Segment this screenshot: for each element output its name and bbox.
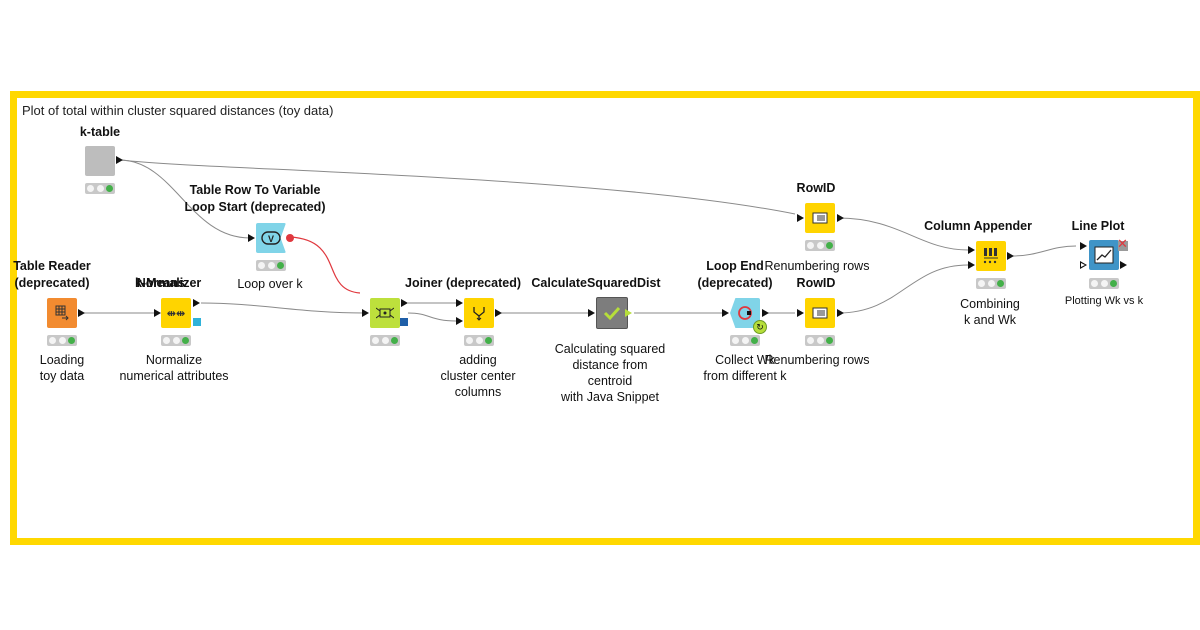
column-appender-icon[interactable] [976, 241, 1006, 271]
normalizer-glyph-icon: ⇹⇹ [166, 307, 186, 320]
node-title: Loop End (deprecated) [697, 259, 773, 290]
connection-normalizer-kmeans [200, 302, 366, 314]
output-port[interactable] [78, 309, 85, 317]
node-description: Normalize numerical attributes [119, 353, 229, 383]
node-title: k-table [79, 125, 121, 139]
input-port[interactable] [1080, 242, 1087, 250]
input-port-top[interactable] [968, 246, 975, 254]
cluster-glyph-icon [376, 307, 394, 319]
output-port[interactable] [193, 299, 200, 307]
node-title: Table Row To Variable Loop Start (deprec… [184, 183, 326, 214]
node-description: Plotting Wk vs k [1064, 295, 1144, 307]
output-port[interactable] [1120, 261, 1127, 269]
node-description: Combining k and Wk [960, 297, 1020, 327]
join-arrows-glyph-icon [473, 307, 485, 321]
variable-loop-glyph-icon: V [261, 231, 281, 245]
node-description: Renumbering rows [764, 353, 870, 367]
output-port[interactable] [495, 309, 502, 317]
connection-ktable-loopstart [120, 159, 251, 239]
input-port[interactable] [797, 309, 804, 317]
node-description: Renumbering rows [764, 259, 870, 273]
image-output-port-icon[interactable] [1118, 241, 1128, 251]
k-means-icon[interactable] [370, 298, 400, 328]
connection-rowid-bottom-appender [837, 264, 969, 314]
check-glyph-icon [603, 306, 621, 321]
annotation-title: Plot of total within cluster squared dis… [22, 103, 334, 118]
model-output-port[interactable] [193, 318, 201, 326]
node-description: Calculating squared distance from centro… [554, 342, 666, 404]
flow-variable-connection [289, 236, 361, 294]
connection-rowid-top-appender [837, 217, 969, 251]
node-status [976, 278, 1006, 289]
normalizer-icon[interactable]: ⇹⇹ [161, 298, 191, 328]
node-status [161, 335, 191, 346]
output-port[interactable] [401, 299, 408, 307]
node-status [464, 335, 494, 346]
node-status [730, 335, 760, 346]
node-status [256, 260, 286, 271]
rowid-icon[interactable] [805, 203, 835, 233]
input-port[interactable] [722, 309, 729, 317]
node-title: Column Appender [924, 219, 1032, 233]
loop-end-glyph-icon [738, 306, 752, 320]
node-title: k-Means [134, 276, 185, 290]
output-port[interactable] [837, 309, 844, 317]
append-columns-glyph-icon [983, 248, 998, 264]
connection-appender-lineplot [1011, 245, 1077, 257]
node-title: CalculateSquaredDist [531, 276, 661, 290]
input-port-bottom[interactable] [968, 261, 975, 269]
rowid-icon[interactable] [805, 298, 835, 328]
table-reader-icon[interactable] [47, 298, 77, 328]
model-output-port[interactable] [400, 318, 408, 326]
output-port[interactable] [762, 309, 769, 317]
grid-arrow-glyph-icon [55, 305, 69, 321]
input-port[interactable] [154, 309, 161, 317]
workflow-annotation[interactable]: Plot of total within cluster squared dis… [10, 91, 1200, 545]
node-title: Normalizer [136, 276, 202, 290]
flow-variable-port[interactable] [286, 234, 294, 242]
line-chart-glyph-icon [1094, 246, 1114, 264]
rowid-glyph-icon [812, 212, 828, 224]
node-title: RowID [796, 276, 836, 290]
svg-text:V: V [268, 234, 274, 244]
node-status [47, 335, 77, 346]
node-description: Collect Wk from different k [703, 353, 787, 383]
node-description: adding cluster center columns [440, 353, 516, 399]
joiner-icon[interactable] [464, 298, 494, 328]
input-port[interactable] [248, 234, 255, 242]
error-cross-icon: ✕ [1117, 236, 1128, 251]
line-plot-icon[interactable] [1089, 240, 1119, 270]
output-port[interactable] [116, 156, 123, 164]
node-title: RowID [796, 181, 836, 195]
connection-kmeans-joiner-2 [407, 312, 457, 322]
node-description: Loading toy data [39, 353, 85, 383]
node-status [85, 183, 115, 194]
node-description: Loop over k [237, 277, 303, 291]
input-port[interactable] [362, 309, 369, 317]
node-title: Line Plot [1071, 219, 1125, 233]
node-status [805, 335, 835, 346]
input-port-left[interactable] [456, 299, 463, 307]
node-title: Table Reader (deprecated) [13, 259, 91, 290]
input-port[interactable] [588, 309, 595, 317]
node-status [1089, 278, 1119, 289]
node-status [805, 240, 835, 251]
metanode-check-icon[interactable] [596, 297, 628, 329]
node-status [370, 335, 400, 346]
rowid-glyph-icon [812, 307, 828, 319]
input-port-right[interactable] [456, 317, 463, 325]
output-port[interactable] [1007, 252, 1014, 260]
optional-input-port[interactable] [1080, 261, 1087, 269]
output-port[interactable] [625, 309, 632, 317]
node-title: Joiner (deprecated) [405, 276, 522, 290]
input-port[interactable] [797, 214, 804, 222]
output-port[interactable] [837, 214, 844, 222]
connection-ktable-rowid-top [120, 159, 796, 215]
loop-refresh-icon: ↻ [753, 320, 767, 334]
table-icon[interactable] [85, 146, 115, 176]
